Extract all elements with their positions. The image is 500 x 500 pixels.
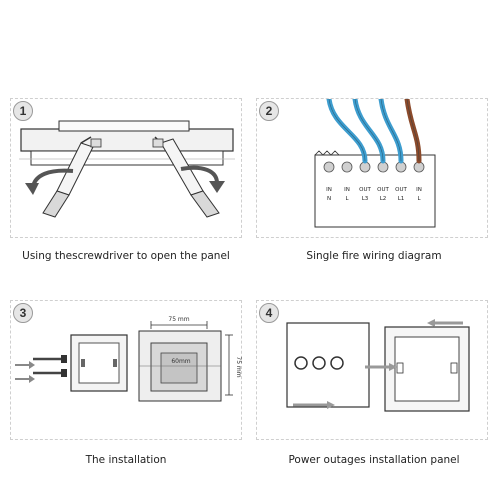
dim-inner-label: 60mm [171, 358, 190, 365]
step-4-caption: Power outages installation panel [288, 454, 460, 466]
step-3-panel: 75 mm 60mm 75 mm 3 [10, 300, 242, 440]
wire-outline-2 [380, 99, 402, 162]
right-rotate-arrow-icon [180, 165, 219, 184]
slide-arrow-icon [365, 319, 463, 371]
terminal-top-label-3: OUT [377, 187, 389, 193]
step-2-panel: IN N IN L OUT L3 OUT L2 OUT L1 IN L 2 [256, 98, 488, 238]
down-arrow-icon [293, 401, 335, 409]
terminal-bottom-label-3: L2 [380, 196, 387, 202]
installation-illustration: 75 mm 60mm 75 mm [15, 316, 242, 402]
step-2-caption: Single fire wiring diagram [306, 250, 442, 262]
switch-button-2 [312, 356, 326, 370]
step-1-panel: 1 [10, 98, 242, 238]
terminal-top-label-1: IN [344, 187, 350, 193]
step-1-badge: 1 [13, 101, 33, 121]
switch-button-1 [294, 356, 308, 370]
terminal-top-label-2: OUT [359, 187, 371, 193]
left-screwdriver-icon [42, 136, 94, 218]
terminal-bottom-label-4: L1 [398, 196, 405, 202]
terminal-top-label-5: IN [416, 187, 422, 193]
wiring-diagram: IN N IN L OUT L3 OUT L2 OUT L1 IN L [314, 99, 436, 228]
terminal-screw-1 [341, 161, 353, 173]
wire-outline-3 [406, 99, 420, 162]
screw-icon [33, 355, 67, 377]
insert-arrow-icon [15, 361, 35, 383]
step-4-panel: 4 [256, 300, 488, 440]
switch-button-3 [330, 356, 344, 370]
step-2-badge: 2 [259, 101, 279, 121]
step-3-badge: 3 [13, 303, 33, 323]
terminal-top-label-0: IN [326, 187, 332, 193]
screwdriver-open-illustration [19, 120, 235, 218]
step-3-caption: The installation [85, 454, 167, 466]
step-1-caption: Using thescrewdriver to open the panel [22, 250, 230, 262]
dim-height-label: 75 mm [235, 356, 242, 377]
panel-installation-illustration [286, 319, 470, 412]
dim-width-label: 75 mm [168, 316, 189, 323]
terminal-screw-0 [323, 161, 335, 173]
terminal-top-label-4: OUT [395, 187, 407, 193]
terminal-bottom-label-1: L [345, 196, 349, 202]
terminal-bottom-label-2: L3 [362, 196, 369, 202]
wire-outline-0 [328, 99, 366, 162]
wire-outline-1 [354, 99, 384, 162]
step-4-badge: 4 [259, 303, 279, 323]
terminal-bottom-label-0: N [327, 196, 331, 202]
terminal-bottom-label-5: L [417, 196, 421, 202]
